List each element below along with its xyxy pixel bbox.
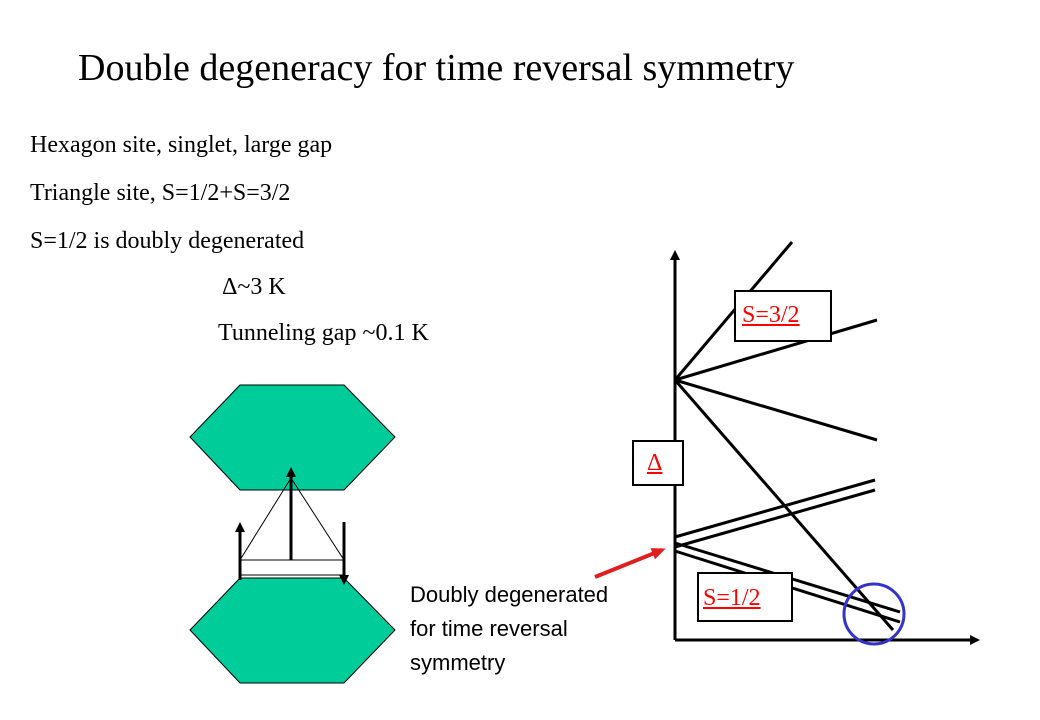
text-line-triangle: Triangle site, S=1/2+S=3/2 xyxy=(30,180,291,206)
s12-label-box xyxy=(697,572,793,622)
hexagon-top xyxy=(189,384,396,491)
text-line-delta: Δ~3 K xyxy=(222,274,286,300)
annotation-arrow xyxy=(594,548,666,579)
crossing-circle xyxy=(842,582,906,646)
text-line-hexagon: Hexagon site, singlet, large gap xyxy=(30,132,333,158)
s32-label: S=3/2 xyxy=(742,302,800,328)
slide-title: Double degeneracy for time reversal symm… xyxy=(78,47,795,89)
s32-label-box xyxy=(734,290,832,342)
delta-label-box xyxy=(632,440,684,486)
text-line-degenerate: S=1/2 is doubly degenerated xyxy=(30,228,305,254)
annotation-text: Doubly degenerated for time reversal sym… xyxy=(410,578,608,680)
delta-label: Δ xyxy=(647,450,663,476)
hexagon-bottom xyxy=(189,577,396,684)
s12-label: S=1/2 xyxy=(703,585,761,611)
annotation-line-3: symmetry xyxy=(410,650,506,675)
text-line-tunneling: Tunneling gap ~0.1 K xyxy=(218,320,429,346)
annotation-line-2: for time reversal xyxy=(410,616,568,641)
annotation-line-1: Doubly degenerated xyxy=(410,582,609,607)
